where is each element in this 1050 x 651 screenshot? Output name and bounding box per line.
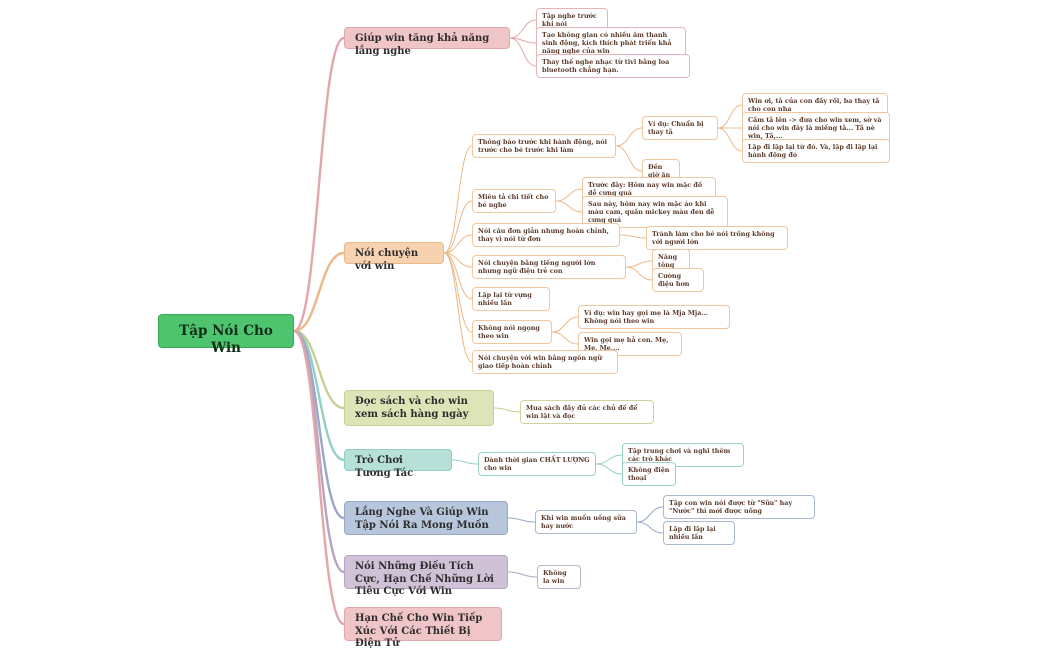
leaf-call-mom[interactable]: Win gọi mẹ hả con. Mẹ, Mẹ, Mẹ,... (578, 332, 682, 356)
leaf-after-outfit[interactable]: Sau này, hôm nay win mặc áo khi màu cam,… (582, 196, 728, 228)
leaf-example-diaper[interactable]: Ví dụ: Chuẩn bị thay tã (642, 116, 718, 140)
leaf-announce-before[interactable]: Thông báo trước khi hành động, nói trước… (472, 134, 616, 158)
link-leaf-no-baby-talk (443, 252, 473, 333)
link-root-branch-listening (292, 36, 346, 333)
leaf-say-word[interactable]: Tập con win nói được từ "Sữa" hay "Nước"… (663, 495, 815, 519)
link-leaf-listen-before-speak (509, 19, 537, 39)
leaf-example-mja[interactable]: Ví dụ: win hay gọi mẹ là Mja Mja... Khôn… (578, 305, 730, 329)
leaf-buy-books[interactable]: Mua sách đầy đủ các chủ đề để win lật và… (520, 400, 654, 424)
link-leaf-example-diaper (615, 127, 643, 147)
link-leaf-no-phone (595, 463, 623, 475)
leaf-adult-language[interactable]: Nói chuyện bằng tiếng người lớn nhưng ng… (472, 255, 626, 279)
link-leaf-describe-detail (443, 200, 473, 254)
leaf-no-baby-talk[interactable]: Không nói ngọng theo win (472, 320, 552, 344)
link-leaf-diaper-full (717, 104, 743, 129)
leaf-repeat-many[interactable]: Lặp đi lặp lại nhiều lần (663, 521, 735, 545)
link-leaf-quality-time (451, 459, 479, 465)
branch-listen-wants[interactable]: Lắng Nghe Và Giúp Win Tập Nói Ra Mong Mu… (344, 501, 508, 535)
link-leaf-milk-water (507, 517, 536, 523)
link-leaf-raise-tone (625, 260, 653, 268)
link-leaf-say-word (636, 506, 664, 523)
link-leaf-avoid-bare-speech (619, 234, 647, 239)
link-leaf-exaggerate (625, 266, 653, 281)
link-leaf-focus-play (595, 454, 623, 465)
leaf-bluetooth[interactable]: Thay thế nghe nhạc từ tivi bằng loa blue… (536, 54, 690, 78)
branch-positive-words[interactable]: Nói Những Điều Tích Cực, Hạn Chế Những L… (344, 555, 508, 597)
link-leaf-buy-books (493, 407, 521, 413)
link-leaf-example-mja (551, 316, 579, 333)
link-leaf-announce-before (443, 145, 473, 254)
leaf-avoid-bare-speech[interactable]: Tránh làm cho bé nói trống không với ngư… (646, 226, 788, 250)
leaf-simple-sentences[interactable]: Nói câu đơn giản nhưng hoàn chỉnh, thay … (472, 223, 620, 247)
leaf-exaggerate[interactable]: Cường điệu hơn (652, 268, 704, 292)
link-leaf-complete-language (443, 252, 473, 363)
leaf-repeat-vocab[interactable]: Lặp lại từ vựng nhiều lần (472, 287, 550, 311)
leaf-no-phone[interactable]: Không điện thoại (622, 462, 676, 486)
link-root-branch-talking (292, 251, 346, 333)
root-node[interactable]: Tập Nói Cho Win (158, 314, 294, 356)
branch-listening[interactable]: Giúp win tăng khả năng lắng nghe (344, 27, 510, 57)
branch-reading[interactable]: Đọc sách và cho win xem sách hàng ngày (344, 390, 494, 426)
link-leaf-no-scolding (507, 571, 538, 578)
link-leaf-after-outfit (555, 200, 583, 213)
leaf-no-scolding[interactable]: Không la win (537, 565, 581, 589)
leaf-milk-water[interactable]: Khi win muốn uống sữa hay nước (535, 510, 637, 534)
leaf-repeat-action[interactable]: Lặp đi lặp lại từ đó. Và, lặp đi lặp lại… (742, 139, 890, 163)
link-leaf-repeat-action (717, 127, 743, 152)
branch-limit-devices[interactable]: Hạn Chế Cho Win Tiếp Xúc Với Các Thiết B… (344, 607, 502, 649)
link-leaf-bluetooth (509, 37, 537, 67)
leaf-quality-time[interactable]: Dành thời gian CHẤT LƯỢNG cho win (478, 452, 596, 476)
branch-interactive-play[interactable]: Trò Chơi Tương Tác (344, 449, 452, 479)
link-leaf-simple-sentences (443, 234, 473, 254)
leaf-complete-language[interactable]: Nói chuyện với win bằng ngôn ngữ giao ti… (472, 350, 618, 374)
link-leaf-mealtime (615, 145, 643, 172)
link-leaf-before-outfit (555, 188, 583, 202)
leaf-describe-detail[interactable]: Miêu tả chi tiết cho bé nghe (472, 189, 556, 213)
link-leaf-call-mom (551, 331, 579, 345)
branch-talking[interactable]: Nói chuyện với win (344, 242, 444, 272)
link-leaf-repeat-many (636, 521, 664, 534)
link-root-branch-limit-devices (292, 329, 346, 626)
